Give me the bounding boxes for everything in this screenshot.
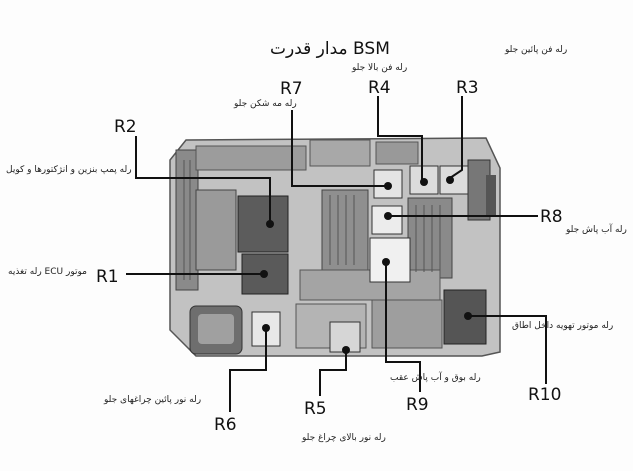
relay-note-r1: رله تغذیه ECU موتور bbox=[8, 267, 87, 277]
relay-note-r9: رله بوق و آب پاش عقب bbox=[390, 371, 481, 383]
leader-lines bbox=[126, 96, 547, 412]
relay-note-r2: رله پمپ بنزین و انژکتورها و کویل bbox=[6, 165, 132, 175]
leader-r10 bbox=[468, 315, 547, 384]
dot-r8 bbox=[384, 212, 392, 220]
dot-r2 bbox=[266, 220, 274, 228]
leader-r4 bbox=[377, 96, 423, 180]
relay-label-r1: R1 bbox=[96, 267, 119, 287]
relay-label-r2: R2 bbox=[114, 117, 137, 137]
dot-r5 bbox=[342, 346, 350, 354]
leader-r3 bbox=[449, 96, 463, 179]
relay-note-r6: رله نور پائین چراغهای جلو bbox=[103, 395, 201, 405]
relay-label-r3: R3 bbox=[456, 78, 479, 98]
relay-label-r9: R9 bbox=[406, 395, 429, 415]
leader-r7 bbox=[291, 110, 386, 187]
relay-label-r4: R4 bbox=[368, 78, 391, 98]
leader-r5 bbox=[319, 352, 347, 396]
relay-label-r6: R6 bbox=[214, 415, 237, 435]
dot-r7 bbox=[384, 182, 392, 190]
relay-note-r8: رله آب پاش جلو bbox=[565, 223, 627, 235]
bsm-board bbox=[169, 137, 501, 357]
relay-label-r10: R10 bbox=[528, 385, 561, 405]
relay-note-r5: رله نور بالای چراغ جلو bbox=[301, 433, 386, 443]
leader-r6 bbox=[229, 330, 267, 412]
dot-r10 bbox=[464, 312, 472, 320]
relay-label-r5: R5 bbox=[304, 399, 327, 419]
relay-note-r3: رله فن پائین جلو bbox=[504, 45, 567, 55]
dot-r1 bbox=[260, 270, 268, 278]
leader-r9 bbox=[385, 264, 421, 392]
diagram-title: مدار قدرت BSM bbox=[270, 39, 390, 59]
relay-note-r10: رله موتور تهویه داخل اطاق bbox=[512, 321, 613, 331]
relay-note-r7: رله مه شکن جلو bbox=[233, 99, 297, 109]
dot-r4 bbox=[420, 178, 428, 186]
dot-r6 bbox=[262, 324, 270, 332]
dot-r3 bbox=[446, 176, 454, 184]
relay-label-r7: R7 bbox=[280, 79, 303, 99]
dot-r9 bbox=[382, 258, 390, 266]
relay-label-r8: R8 bbox=[540, 207, 563, 227]
leader-r2 bbox=[135, 136, 271, 222]
relay-dots bbox=[260, 176, 472, 354]
relay-note-r4: رله فن بالا جلو bbox=[351, 63, 407, 73]
